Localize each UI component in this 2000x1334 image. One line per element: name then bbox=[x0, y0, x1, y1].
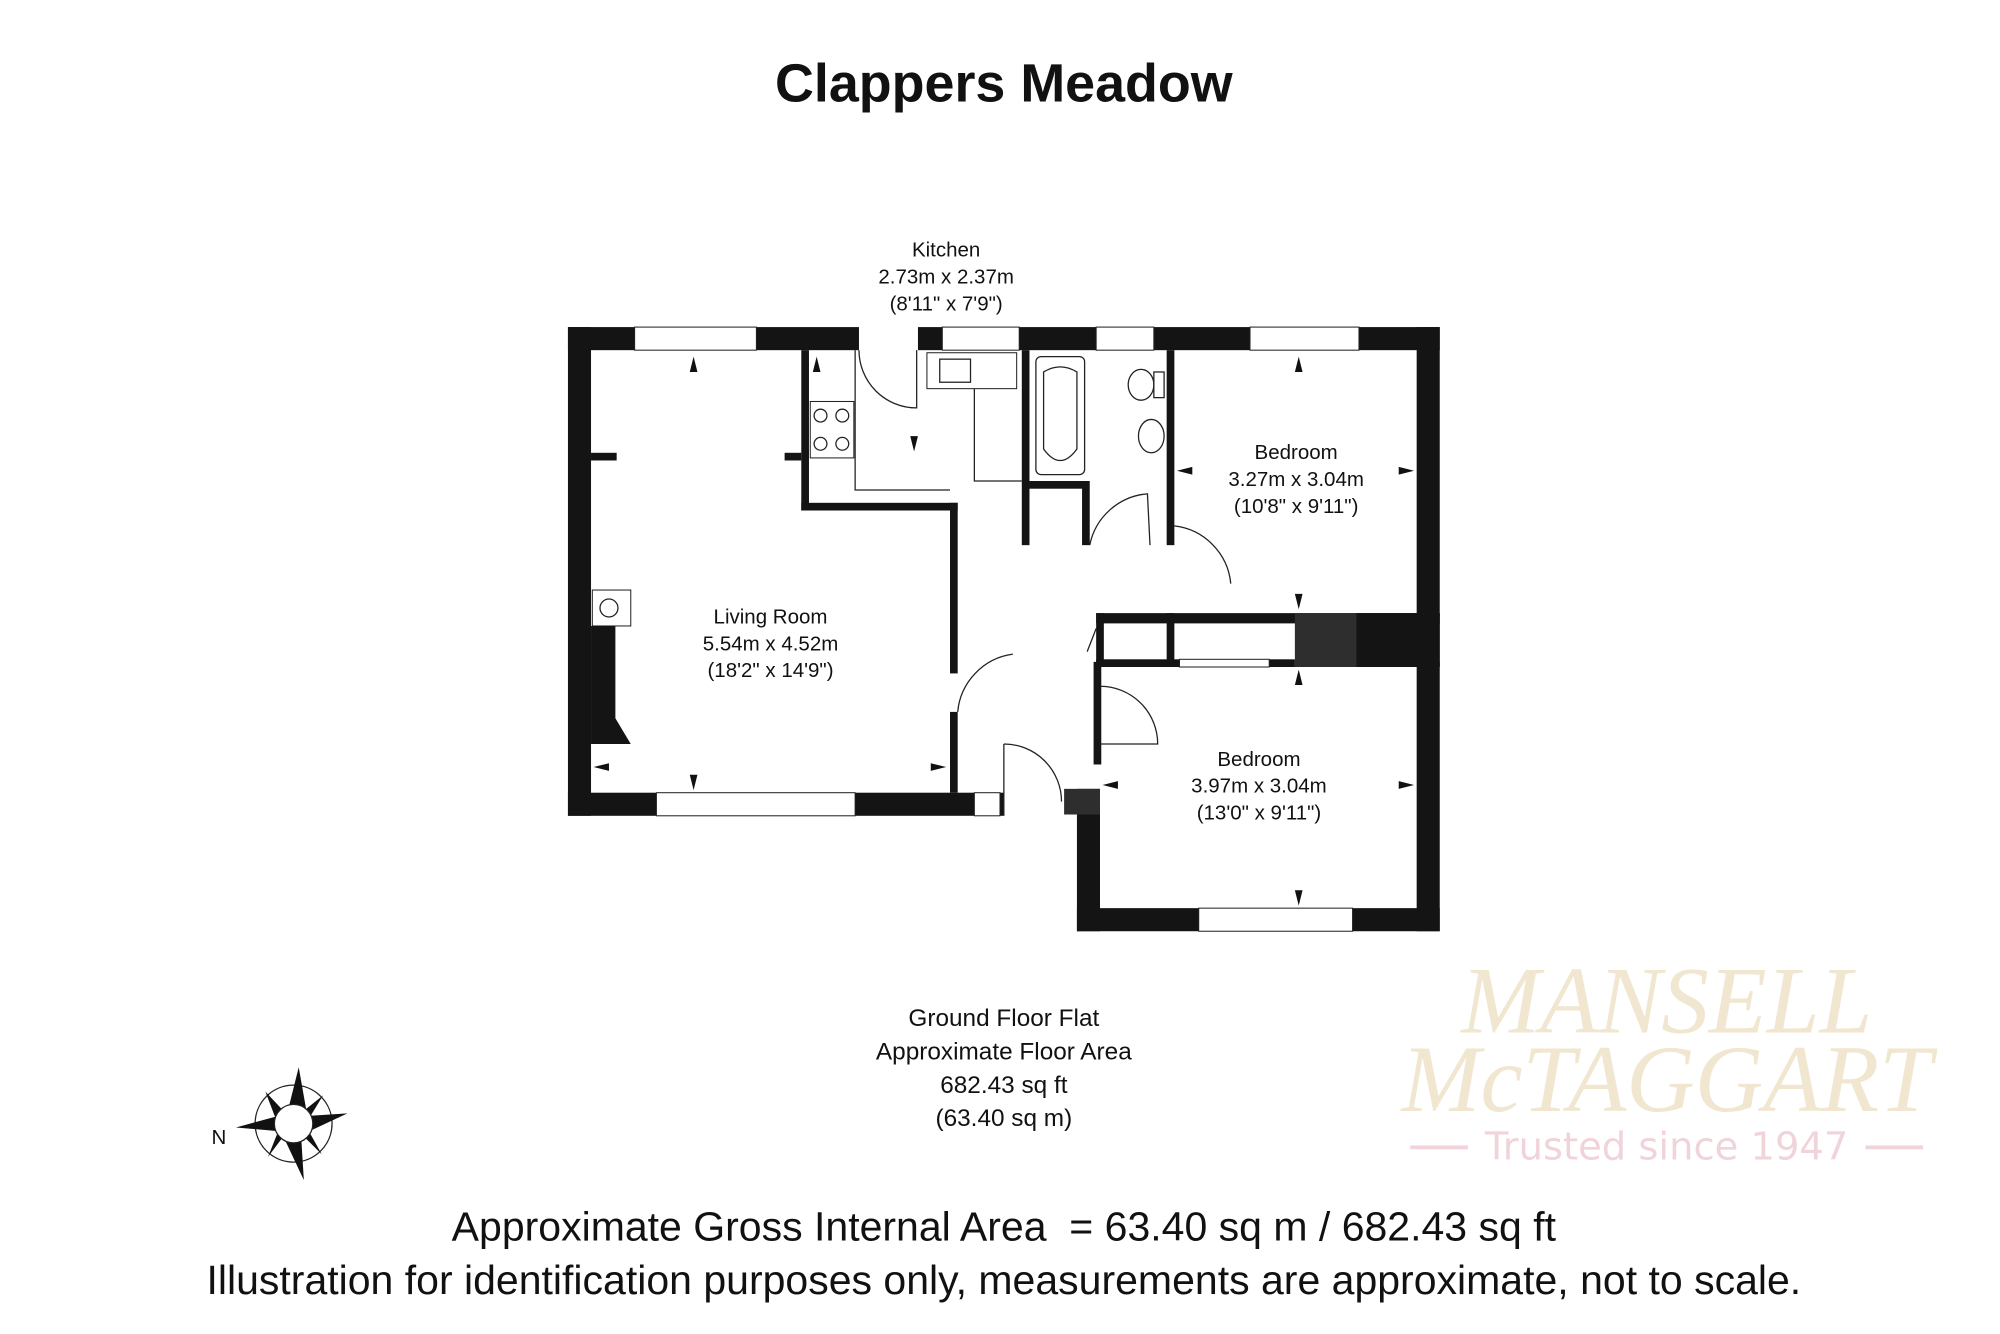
disclaimer-text: Illustration for identification purposes… bbox=[206, 1257, 1801, 1303]
room-name: Bedroom bbox=[1217, 748, 1300, 771]
room-imperial: (8'11" x 7'9") bbox=[890, 292, 1003, 315]
compass-north-label: N bbox=[212, 1126, 227, 1149]
watermark-line1: MANSELL bbox=[1459, 948, 1872, 1054]
floor-name: Ground Floor Flat bbox=[908, 1005, 1099, 1032]
room-name: Kitchen bbox=[912, 239, 980, 262]
floor-area-sqm: (63.40 sq m) bbox=[935, 1105, 1072, 1132]
room-name: Living Room bbox=[714, 605, 828, 628]
gross-area-text: Approximate Gross Internal Area = 63.40 … bbox=[452, 1203, 1557, 1249]
room-imperial: (13'0" x 9'11") bbox=[1197, 802, 1322, 825]
room-label-kitchen: Kitchen 2.73m x 2.37m (8'11" x 7'9") bbox=[878, 239, 1014, 316]
room-name: Bedroom bbox=[1255, 441, 1338, 464]
room-label-bedroom-1: Bedroom 3.27m x 3.04m (10'8" x 9'11") bbox=[1228, 441, 1364, 518]
room-metric: 3.27m x 3.04m bbox=[1228, 468, 1364, 491]
room-metric: 5.54m x 4.52m bbox=[703, 632, 839, 655]
room-imperial: (18'2" x 14'9") bbox=[707, 659, 833, 682]
floor-area-sqft: 682.43 sq ft bbox=[940, 1072, 1068, 1099]
floor-area-label: Approximate Floor Area bbox=[876, 1038, 1132, 1065]
compass-rose-icon bbox=[235, 1067, 348, 1181]
room-label-bedroom-2: Bedroom 3.97m x 3.04m (13'0" x 9'11") bbox=[1191, 748, 1327, 825]
room-label-living-room: Living Room 5.54m x 4.52m (18'2" x 14'9"… bbox=[703, 605, 839, 682]
room-metric: 2.73m x 2.37m bbox=[878, 265, 1014, 288]
watermark-line2: McTAGGART bbox=[1399, 1026, 1938, 1132]
floor-plan bbox=[567, 326, 1440, 932]
floor-summary: Ground Floor Flat Approximate Floor Area… bbox=[876, 1005, 1132, 1132]
watermark-logo: MANSELL McTAGGART Trusted since 1947 bbox=[1399, 948, 1938, 1170]
room-imperial: (10'8" x 9'11") bbox=[1234, 495, 1359, 518]
watermark-tagline: Trusted since 1947 bbox=[1484, 1125, 1848, 1170]
page-title: Clappers Meadow bbox=[775, 53, 1233, 113]
room-metric: 3.97m x 3.04m bbox=[1191, 775, 1327, 798]
